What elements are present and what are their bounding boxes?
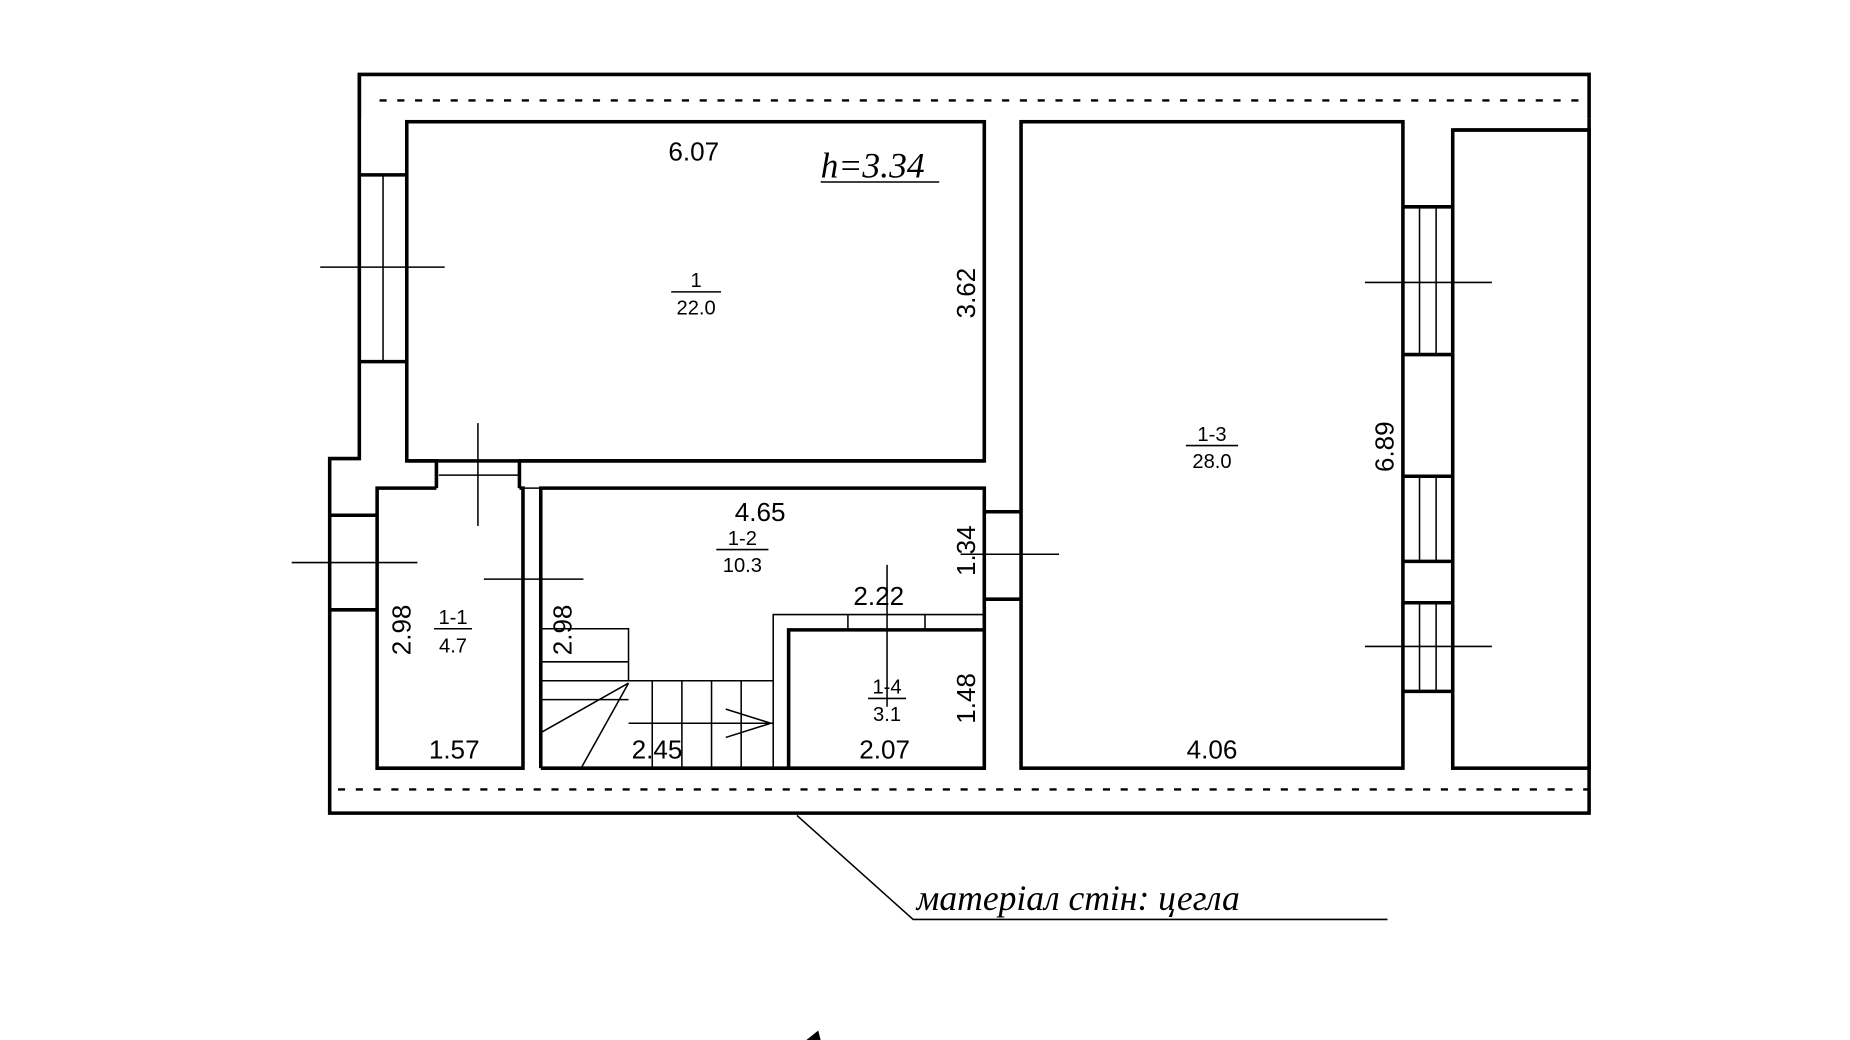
room-1-area: 22.0: [677, 297, 716, 319]
opening-marks: [291, 174, 1492, 707]
right-strip: [1450, 128, 1591, 770]
partial-glyph: [806, 1030, 821, 1040]
walls-misc: [329, 173, 1453, 694]
room-1-2-length: 2.98: [548, 605, 578, 656]
room-1-1-id: 1-1: [438, 607, 467, 629]
room-1-1: [375, 486, 525, 770]
room-1-3-id: 1-3: [1197, 424, 1226, 446]
room-1-2-stair-width: 2.45: [632, 735, 683, 765]
room-1-3-area: 28.0: [1192, 451, 1231, 473]
room-1-1-length: 2.98: [386, 605, 416, 656]
room-1-4-width: 2.07: [859, 735, 910, 765]
room-1-1-width: 1.57: [429, 735, 480, 765]
room-1-3-length: 6.89: [1369, 421, 1399, 472]
room-1-3: [1019, 119, 1405, 770]
room-1-4-id: 1-4: [872, 677, 901, 699]
room-1-id: 1: [691, 270, 702, 292]
room-1-length: 3.62: [951, 268, 981, 319]
room-1-4: [786, 628, 985, 769]
material-leader: [796, 814, 1388, 921]
room-1-1-area: 4.7: [439, 635, 467, 657]
room-1-4-top-width: 2.22: [853, 581, 904, 611]
room-1-2-width: 4.65: [735, 497, 786, 527]
room-1-4-area: 3.1: [873, 704, 901, 726]
room-1-3-width: 4.06: [1187, 735, 1238, 765]
room-1-4-length: 1.48: [951, 673, 981, 724]
room-1-2-opening: 1.34: [951, 525, 981, 576]
room-1-2-id: 1-2: [728, 528, 757, 550]
ceiling-height: h=3.34: [821, 145, 925, 185]
staircase: [540, 627, 774, 769]
room-1-2-area: 10.3: [723, 555, 762, 577]
wall-material: матеріал стін: цегла: [915, 878, 1240, 918]
room-1-width: 6.07: [668, 137, 719, 167]
room-1-2: [538, 486, 987, 770]
